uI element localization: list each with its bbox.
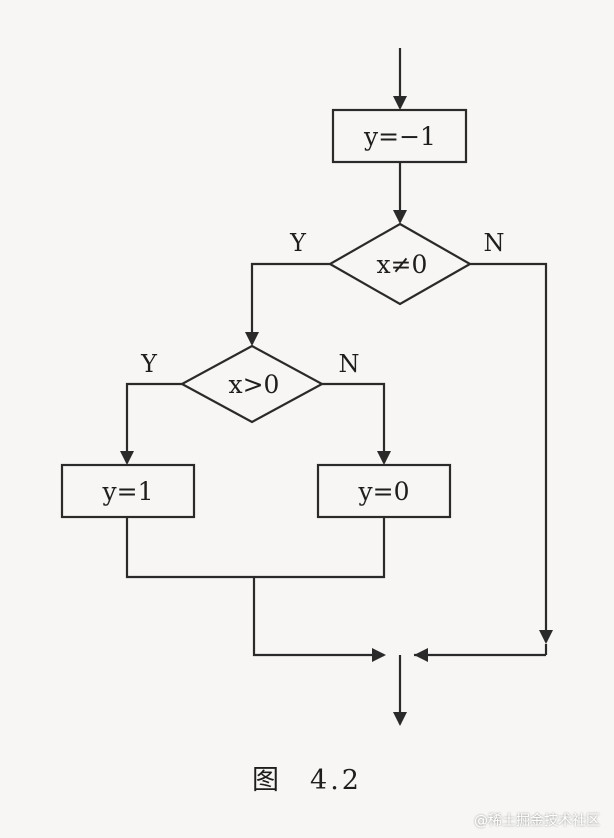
assign-1-text: y=1	[102, 477, 154, 506]
cond-x-ne-0-text: x≠0	[377, 250, 428, 279]
assign-0-text: y=0	[358, 477, 410, 506]
exit-arrowhead	[393, 712, 407, 726]
cond-x-gt-0-text: x>0	[229, 370, 280, 399]
watermark: @稀土掘金技术社区	[474, 813, 600, 829]
edge-gt0-no	[322, 382, 386, 463]
ne0-no-arrowhead	[539, 630, 553, 644]
join-right-arrowhead	[414, 648, 428, 662]
caption-prefix: 图	[252, 765, 283, 796]
edge-label-ne0-yes: Y	[289, 229, 307, 257]
gt0-no-arrowhead	[377, 451, 391, 465]
edge-gt0-yes	[125, 382, 182, 463]
entry-arrowhead	[393, 96, 407, 110]
decision-diamond-x-ne-0	[327, 222, 473, 306]
edge-label-ne0-no: N	[484, 229, 505, 257]
assign-neg1-text: y=−1	[363, 122, 436, 151]
inner-merge-line	[125, 517, 386, 579]
ne0-yes-arrowhead	[245, 332, 259, 346]
inner-merge-to-join	[252, 577, 384, 657]
figure-caption: 图 4.2	[0, 758, 614, 797]
process-box-assign-1	[60, 463, 196, 519]
edge-ne0-yes	[250, 262, 330, 344]
decision-diamond-x-gt-0	[179, 344, 325, 424]
edge-label-gt0-yes: Y	[140, 350, 158, 378]
cond-x-ne-0-arrowhead	[393, 210, 407, 224]
edge-label-gt0-no: N	[339, 350, 360, 378]
caption-number: 4.2	[310, 765, 362, 796]
edge-ne0-no	[470, 262, 548, 642]
gt0-yes-arrowhead	[120, 451, 134, 465]
join-left-arrowhead	[372, 648, 386, 662]
